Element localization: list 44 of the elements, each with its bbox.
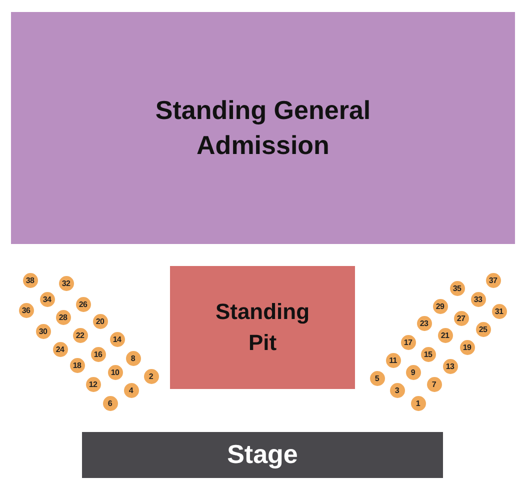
table-seat: 31	[492, 304, 506, 318]
table-seat: 37	[486, 272, 500, 288]
section-label: Standing Pit	[214, 298, 311, 356]
table-seat: 27	[454, 310, 468, 326]
table-seat: 3	[390, 382, 404, 398]
table-seat: 14	[110, 332, 124, 346]
table-seat: 20	[92, 314, 108, 328]
table-seat: 17	[400, 334, 416, 350]
stage-area	[82, 432, 443, 478]
table-seat: 32	[58, 276, 74, 290]
table-seat: 25	[476, 322, 490, 336]
table-seat: 24	[52, 342, 68, 356]
table-seat: 34	[40, 292, 54, 306]
table-seat: 28	[56, 310, 70, 324]
table-seat: 1	[410, 396, 426, 410]
table-seat: 10	[108, 364, 122, 380]
table-seat: 18	[70, 358, 84, 372]
table-seat: 6	[102, 396, 118, 410]
table-seat: 13	[442, 358, 458, 374]
table-seat: 21	[438, 328, 452, 342]
table-seat: 22	[72, 328, 88, 342]
table-seat: 9	[406, 364, 420, 380]
table-seat: 38	[22, 272, 38, 288]
table-seat: 29	[432, 298, 448, 314]
standing-pit-section	[170, 266, 355, 389]
table-seat: 8	[126, 350, 140, 366]
general-admission-section	[11, 12, 515, 244]
table-seat: 16	[90, 346, 106, 362]
table-seat: 33	[470, 292, 486, 306]
table-seat: 30	[36, 324, 50, 338]
table-seat: 2	[144, 368, 158, 384]
table-seat: 36	[18, 302, 34, 318]
table-seat: 23	[416, 316, 432, 330]
table-seat: 15	[420, 346, 436, 362]
section-label: Stage	[227, 439, 298, 471]
table-seat: 4	[124, 382, 138, 398]
table-seat: 11	[386, 352, 400, 368]
table-seat: 35	[450, 280, 464, 296]
table-seat: 19	[460, 340, 474, 354]
table-seat: 5	[370, 370, 384, 386]
table-seat: 26	[76, 296, 90, 312]
table-seat: 12	[86, 376, 100, 392]
table-seat: 7	[426, 376, 442, 392]
section-label: Standing General Admission	[154, 94, 372, 162]
